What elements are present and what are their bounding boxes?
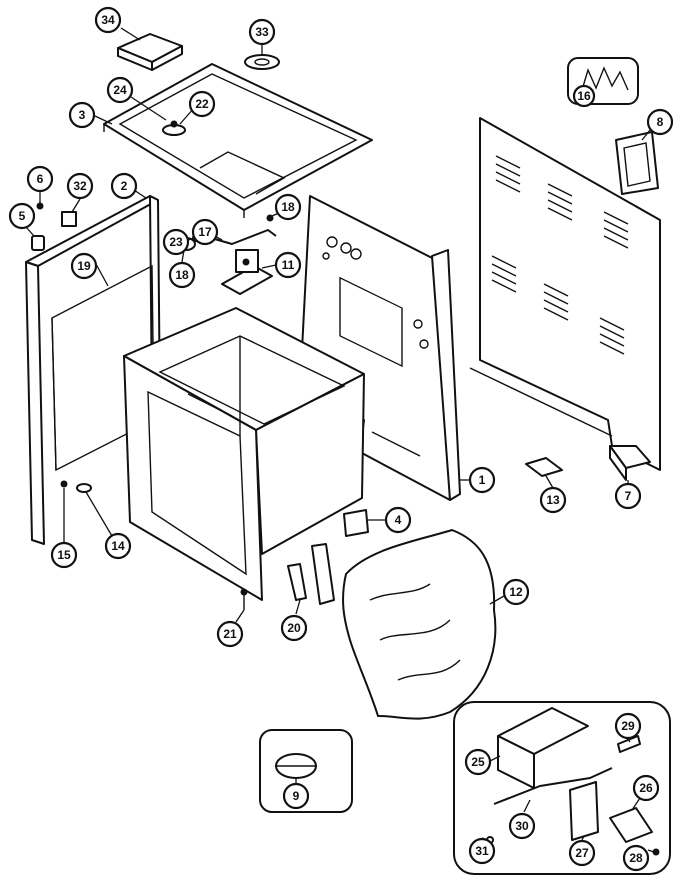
part-34-box [117, 33, 183, 71]
part-13-clip [525, 457, 563, 477]
svg-text:33: 33 [255, 25, 269, 39]
callout-32: 32 [66, 172, 94, 200]
callout-21: 21 [216, 620, 244, 648]
svg-text:31: 31 [475, 844, 489, 858]
callout-34: 34 [94, 6, 122, 34]
part-18-screw [266, 214, 274, 222]
callout-16-top: 16 [572, 84, 596, 108]
svg-text:3: 3 [79, 108, 86, 122]
callout-22: 22 [188, 90, 216, 118]
callout-12: 12 [502, 578, 530, 606]
callout-29: 29 [614, 712, 642, 740]
svg-text:11: 11 [282, 258, 295, 272]
svg-text:19: 19 [77, 259, 91, 273]
callout-30: 30 [508, 812, 536, 840]
svg-text:2: 2 [121, 179, 128, 193]
svg-text:25: 25 [471, 755, 485, 769]
callout-2: 2 [110, 172, 138, 200]
callout-25: 25 [464, 748, 492, 776]
svg-text:23: 23 [169, 235, 183, 249]
svg-text:14: 14 [111, 539, 125, 553]
part-14-washer [76, 483, 92, 493]
callout-20: 20 [280, 614, 308, 642]
part-12-insulation [342, 529, 497, 720]
svg-text:13: 13 [546, 493, 560, 507]
callout-24: 24 [106, 76, 134, 104]
svg-text:30: 30 [515, 819, 529, 833]
svg-text:17: 17 [198, 225, 212, 239]
callout-17: 17 [191, 218, 219, 246]
svg-text:5: 5 [19, 209, 26, 223]
part-rear-panel [469, 117, 661, 471]
svg-text:20: 20 [287, 621, 301, 635]
inset-switch-assembly-panel [453, 701, 671, 875]
svg-text:28: 28 [629, 851, 643, 865]
svg-text:18: 18 [175, 268, 189, 282]
svg-text:32: 32 [73, 179, 87, 193]
part-21-screw [240, 588, 248, 610]
part-8-cover-plate [615, 131, 659, 195]
part-15-screw [60, 480, 68, 488]
callout-23: 23 [162, 228, 190, 256]
callout-13: 13 [539, 486, 567, 514]
svg-text:12: 12 [509, 585, 523, 599]
callout-18-mid: 18 [168, 261, 196, 289]
svg-text:15: 15 [57, 548, 71, 562]
svg-text:29: 29 [621, 719, 635, 733]
callout-5: 5 [8, 202, 36, 230]
svg-text:9: 9 [293, 789, 300, 803]
callout-4: 4 [384, 506, 412, 534]
callout-26: 26 [632, 774, 660, 802]
callout-6: 6 [26, 165, 54, 193]
part-4-bracket [343, 509, 369, 537]
part-5-knob [31, 235, 45, 251]
inset-9-panel [259, 729, 353, 813]
svg-text:34: 34 [101, 13, 115, 27]
callout-1: 1 [468, 466, 496, 494]
part-32-clip [61, 211, 77, 227]
svg-text:6: 6 [37, 172, 44, 186]
svg-text:18: 18 [281, 200, 295, 214]
callout-15: 15 [50, 541, 78, 569]
callout-27: 27 [568, 839, 596, 867]
part-17-rod [203, 229, 277, 245]
callout-18-top: 18 [274, 193, 302, 221]
callout-33: 33 [248, 18, 276, 46]
svg-text:24: 24 [113, 83, 127, 97]
svg-text:22: 22 [195, 97, 209, 111]
callout-11: 11 [274, 251, 302, 279]
part-3-top-panel [103, 63, 373, 218]
callout-3: 3 [68, 101, 96, 129]
svg-text:16: 16 [577, 89, 591, 103]
callout-8: 8 [646, 108, 674, 136]
part-10-oven-cavity [123, 307, 365, 601]
part-6-screw [36, 202, 44, 210]
svg-text:26: 26 [639, 781, 653, 795]
part-20-hinge [287, 543, 335, 605]
callout-19: 19 [70, 252, 98, 280]
callout-7: 7 [614, 482, 642, 510]
svg-text:8: 8 [657, 115, 664, 129]
part-11-latch [221, 249, 273, 295]
callout-14: 14 [104, 532, 132, 560]
part-33-bracket [244, 54, 280, 70]
callout-31: 31 [468, 837, 496, 865]
svg-text:7: 7 [625, 489, 632, 503]
callout-28: 28 [622, 844, 650, 872]
svg-text:27: 27 [575, 846, 589, 860]
part-7-bracket [609, 445, 651, 481]
svg-text:21: 21 [223, 627, 237, 641]
callout-9: 9 [282, 782, 310, 810]
svg-text:1: 1 [479, 473, 486, 487]
svg-text:4: 4 [395, 513, 402, 527]
